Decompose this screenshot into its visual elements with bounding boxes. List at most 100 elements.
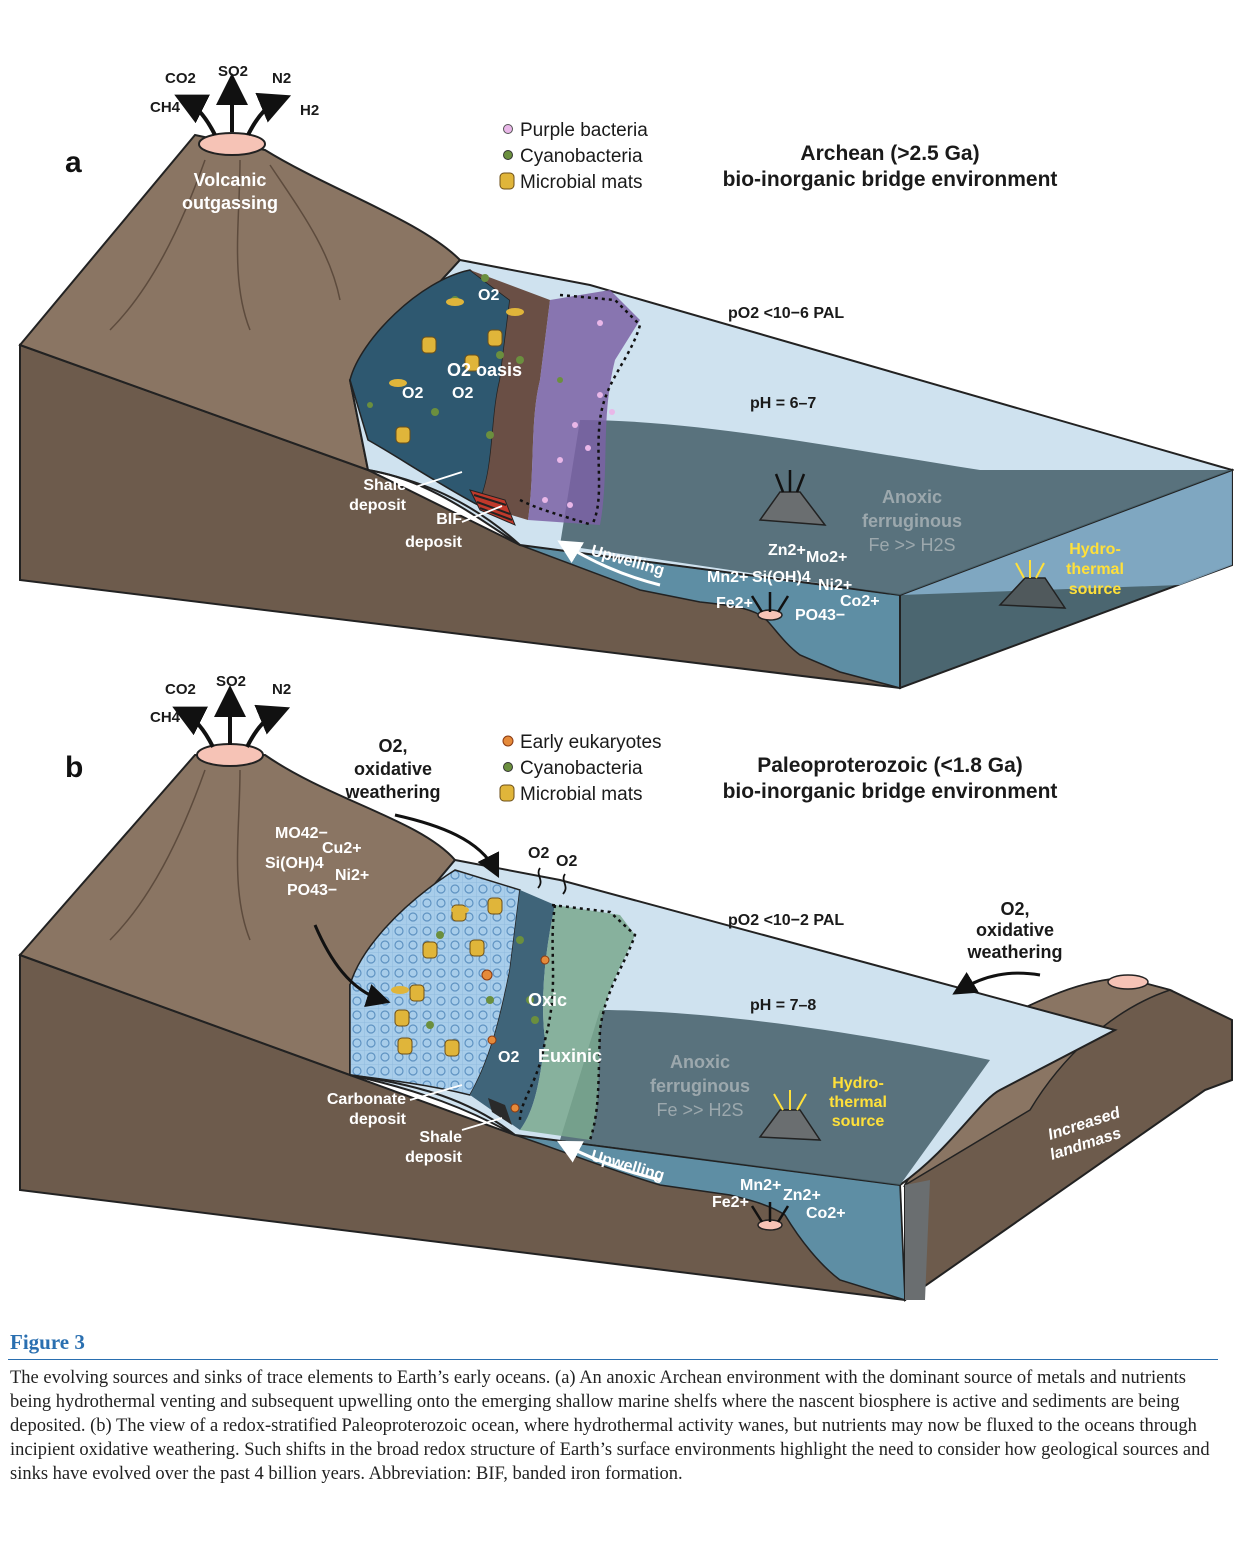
o2-label: O2 [556, 853, 577, 870]
figure-title: Figure 3 [10, 1330, 85, 1354]
panel-a: a Archean (>2.5 Ga) bio-inorganic bridge… [18, 63, 1234, 690]
panel-b-gas-co2: CO2 [165, 681, 196, 698]
panel-b-legend-item: Early eukaryotes [520, 732, 662, 753]
carbonate-2: deposit [349, 1111, 407, 1128]
volcano-label-2: outgassing [182, 193, 278, 213]
panel-b-title-line1: Paleoproterozoic (<1.8 Ga) [757, 754, 1023, 777]
panel-a-anoxic-2: ferruginous [862, 511, 962, 531]
panel-b-anoxic-2: ferruginous [650, 1076, 750, 1096]
panel-a-upwelling-arrow [557, 540, 661, 587]
ion-cu: Cu2+ [322, 840, 362, 857]
panel-a-gas-so2: SO2 [218, 63, 248, 80]
panel-a-bif-2: deposit [405, 534, 463, 551]
weathering-arrow-left [394, 813, 500, 879]
panel-a-hydro-1: Hydro- [1069, 541, 1121, 558]
caption-divider [8, 1359, 1218, 1360]
panel-b-hydro-1: Hydro- [832, 1075, 884, 1092]
panel-a-hydrothermal-vent [998, 577, 1067, 609]
weathering-left-3: weathering [344, 782, 440, 802]
carbonate-1: Carbonate [327, 1091, 406, 1108]
panel-a-legend: Purple bacteria Cyanobacteria Microbial … [499, 120, 648, 193]
ion-zn: Zn2+ [768, 542, 806, 559]
panel-a-anoxic-3: Fe >> H2S [868, 535, 955, 555]
panel-a-letter: a [65, 146, 82, 179]
ion-po4: PO43− [795, 607, 845, 624]
panel-b-po2: pO2 <10−2 PAL [728, 912, 844, 929]
panel-b-euxinic-zone [520, 905, 635, 1140]
ion-fe: Fe2+ [716, 595, 753, 612]
runoff-arrow [313, 924, 391, 1007]
weathering-right-1: O2, [1000, 899, 1029, 919]
panel-a-ph: pH = 6–7 [750, 395, 816, 412]
o2-oasis-label: O2 oasis [447, 360, 522, 380]
weathering-arrow-right [952, 971, 1041, 995]
panel-a-shale-2: deposit [349, 497, 407, 514]
microbial-mats-icon [499, 784, 515, 802]
weathering-left-1: O2, [378, 736, 407, 756]
panel-b-anoxic-3: Fe >> H2S [656, 1100, 743, 1120]
panel-b-gas-n2: N2 [272, 681, 291, 698]
panel-b-ph: pH = 7–8 [750, 997, 816, 1014]
euxinic-label: Euxinic [538, 1046, 602, 1066]
ion-co-b: Co2+ [806, 1205, 846, 1222]
panel-a-gas-n2: N2 [272, 70, 291, 87]
panel-a-anoxic-1: Anoxic [882, 487, 942, 507]
caption-text: The evolving sources and sinks of trace … [10, 1368, 1210, 1484]
panel-b-title-line2: bio-inorganic bridge environment [723, 780, 1058, 803]
panel-a-title-line2: bio-inorganic bridge environment [723, 168, 1058, 191]
panel-a-microbes [367, 274, 615, 508]
o2-label: O2 [452, 385, 473, 402]
volcano-label-1: Volcanic [194, 170, 267, 190]
panel-a-legend-item: Cyanobacteria [520, 146, 643, 167]
panel-a-hydro-3: source [1069, 581, 1122, 598]
ion-mn: Mn2+ [707, 569, 748, 586]
panel-a-shelf-zone [470, 270, 550, 520]
panel-b-microbes [391, 897, 550, 1113]
panel-b-legend-item: Cyanobacteria [520, 758, 643, 779]
panel-a-legend-item: Microbial mats [520, 172, 642, 193]
panel-b-hydro-3: source [832, 1113, 885, 1130]
panel-a-vent-volcano [758, 491, 827, 526]
o2-label: O2 [478, 287, 499, 304]
ion-mn-b: Mn2+ [740, 1177, 781, 1194]
panel-a-gas-h2: H2 [300, 102, 319, 119]
panel-b-oxic-zone [470, 890, 555, 1130]
panel-b-gas-so2: SO2 [216, 673, 246, 690]
panel-a-gas-arrows [174, 73, 292, 136]
panel-a-legend-item: Purple bacteria [520, 120, 648, 141]
panel-b-landmass-crater [1107, 974, 1149, 990]
o2-label: O2 [528, 845, 549, 862]
panel-b-gas-arrows [172, 685, 291, 748]
weathering-left-2: oxidative [354, 759, 432, 779]
ion-sioh-land: Si(OH)4 [265, 855, 324, 872]
ion-co: Co2+ [840, 593, 880, 610]
panel-b: b Paleoproterozoic (<1.8 Ga) bio-inorgan… [18, 673, 1233, 1302]
panel-a-hydro-2: thermal [1066, 561, 1124, 578]
ion-ni: Ni2+ [818, 577, 852, 594]
panel-b-shale-2: deposit [405, 1149, 463, 1166]
panel-a-water-front [519, 544, 901, 689]
panel-a-shale-1: Shale [363, 477, 406, 494]
o2-label: O2 [498, 1049, 519, 1066]
panel-b-hydro-2: thermal [829, 1094, 887, 1111]
microbial-mats-icon [499, 172, 515, 190]
panel-b-shale-1: Shale [419, 1129, 462, 1146]
oxic-label: Oxic [528, 990, 567, 1010]
panel-a-po2: pO2 <10−6 PAL [728, 305, 844, 322]
panel-b-legend-item: Microbial mats [520, 784, 642, 805]
panel-b-letter: b [65, 751, 83, 784]
panel-b-upwelling-arrow [557, 1140, 661, 1182]
figure-stage: a Archean (>2.5 Ga) bio-inorganic bridge… [18, 63, 1234, 1302]
panel-a-bif-1: BIF [436, 511, 462, 528]
ion-mo4: MO42− [275, 825, 328, 842]
figure-caption: Figure 3 The evolving sources and sinks … [8, 1330, 1226, 1486]
ion-sioh: Si(OH)4 [752, 569, 811, 586]
panel-b-shale-deposit [488, 1098, 512, 1125]
cyanobacteria-icon [503, 762, 513, 772]
panel-a-gas-ch4: CH4 [150, 99, 181, 116]
purple-bacteria-icon [503, 124, 513, 134]
ion-mo: Mo2+ [806, 549, 847, 566]
panel-a-anoxic-water [560, 420, 1232, 595]
panel-a-title-line1: Archean (>2.5 Ga) [800, 142, 979, 165]
o2-label: O2 [402, 385, 423, 402]
